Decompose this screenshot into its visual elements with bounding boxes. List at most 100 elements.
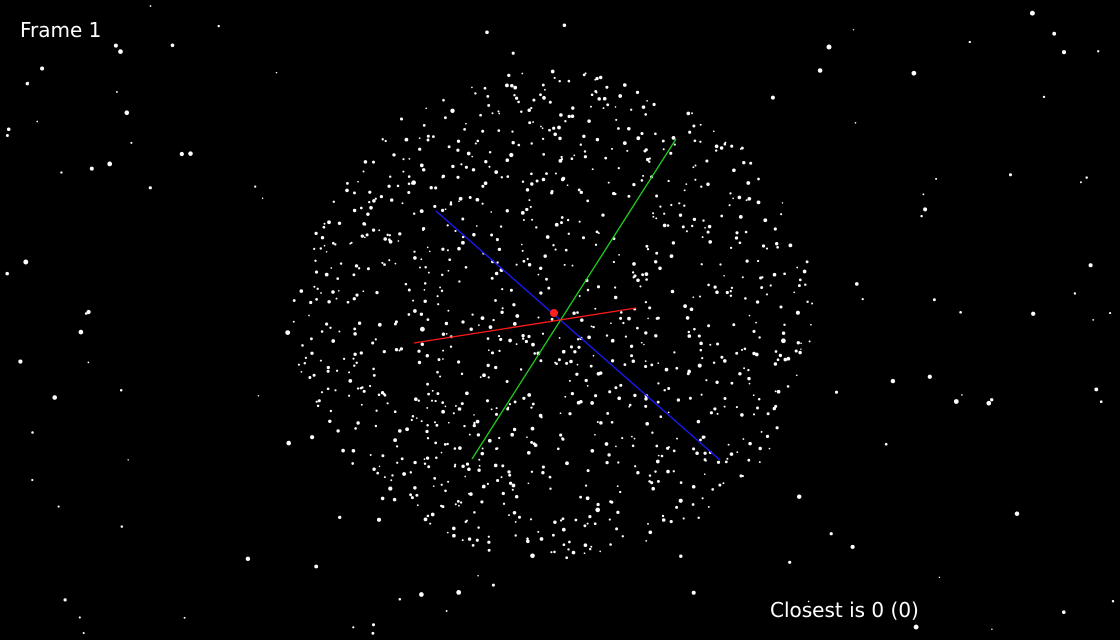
star xyxy=(397,429,402,433)
star xyxy=(553,76,556,79)
star xyxy=(507,470,511,474)
star xyxy=(776,389,781,394)
star xyxy=(648,480,651,483)
star xyxy=(511,51,515,55)
star xyxy=(474,142,477,145)
star xyxy=(314,231,318,236)
star xyxy=(531,402,535,406)
star xyxy=(465,519,468,522)
star xyxy=(317,399,321,403)
star xyxy=(378,229,381,232)
star xyxy=(530,470,534,473)
star xyxy=(485,30,489,35)
star xyxy=(461,320,465,324)
star xyxy=(334,389,337,392)
star xyxy=(817,68,823,73)
star xyxy=(760,286,764,290)
star xyxy=(685,183,688,186)
star xyxy=(402,170,405,173)
star xyxy=(558,159,563,163)
star xyxy=(752,351,756,356)
star xyxy=(627,126,631,131)
star xyxy=(323,244,326,247)
star xyxy=(800,342,802,345)
star xyxy=(621,437,624,440)
star xyxy=(444,489,447,493)
star xyxy=(407,288,411,292)
star xyxy=(559,433,563,437)
star xyxy=(398,597,402,601)
star xyxy=(723,274,725,277)
star xyxy=(461,464,465,468)
star xyxy=(494,365,498,370)
star xyxy=(447,269,450,272)
star xyxy=(499,337,503,341)
star xyxy=(543,88,546,91)
star xyxy=(667,387,671,390)
star xyxy=(565,461,569,466)
star xyxy=(429,186,433,190)
star xyxy=(314,270,319,274)
star xyxy=(464,165,468,169)
star xyxy=(394,348,399,352)
star xyxy=(723,359,727,363)
star xyxy=(613,295,618,300)
star xyxy=(755,321,758,324)
star xyxy=(422,228,425,232)
star xyxy=(583,155,587,159)
star xyxy=(275,71,278,74)
star xyxy=(486,337,490,340)
star xyxy=(423,462,427,465)
star xyxy=(594,394,598,398)
star xyxy=(531,218,534,221)
star xyxy=(774,390,777,393)
star xyxy=(377,322,382,327)
star xyxy=(595,76,599,81)
star xyxy=(661,518,666,522)
star xyxy=(432,485,435,488)
star xyxy=(594,307,597,310)
star xyxy=(557,358,561,362)
star xyxy=(483,181,488,186)
star-field-outer xyxy=(5,5,1115,635)
star xyxy=(440,451,443,454)
star xyxy=(481,202,484,205)
star xyxy=(446,249,449,252)
star xyxy=(415,417,418,419)
star xyxy=(427,465,431,469)
star xyxy=(440,289,444,293)
star xyxy=(528,199,531,202)
star xyxy=(501,288,504,291)
star xyxy=(486,482,490,486)
star xyxy=(586,199,590,203)
star xyxy=(656,479,660,483)
star xyxy=(761,244,766,248)
star xyxy=(654,334,658,338)
star xyxy=(316,404,320,408)
star xyxy=(368,200,371,204)
star xyxy=(854,121,857,124)
star xyxy=(440,483,443,486)
star xyxy=(644,331,648,335)
star xyxy=(758,461,761,464)
star xyxy=(715,380,719,384)
star xyxy=(314,259,317,262)
star xyxy=(480,500,484,504)
star xyxy=(1085,176,1088,179)
star xyxy=(716,460,721,464)
star xyxy=(678,498,683,503)
star xyxy=(413,309,417,313)
star xyxy=(590,448,595,453)
star xyxy=(719,146,724,150)
star xyxy=(388,238,391,241)
star xyxy=(567,114,571,119)
star xyxy=(510,432,514,437)
star xyxy=(394,262,397,265)
star xyxy=(559,412,562,415)
star xyxy=(149,5,152,7)
star xyxy=(890,378,896,384)
star xyxy=(636,326,639,330)
star xyxy=(675,366,679,370)
star xyxy=(396,461,399,464)
